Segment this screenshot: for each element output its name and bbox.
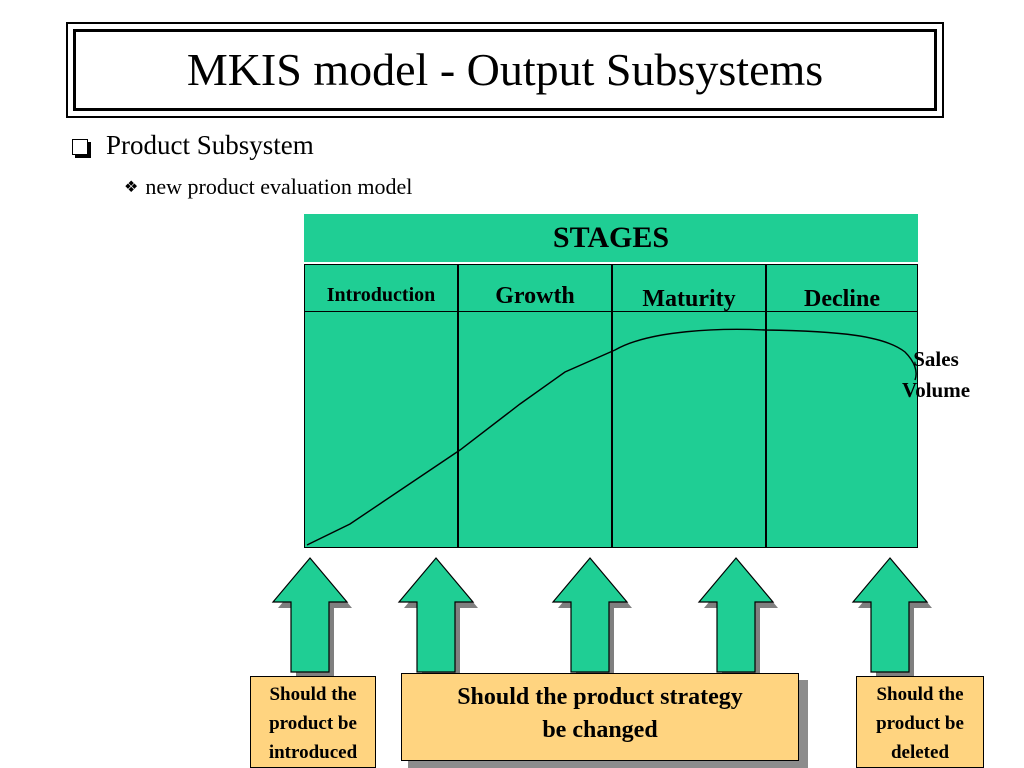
stage-column-head	[767, 265, 917, 312]
stage-column-maturity: Maturity	[612, 264, 766, 548]
sales-label-line1: Sales	[913, 347, 959, 371]
question-box-strategy: Should the product strategy be changed	[401, 673, 799, 761]
stage-column-introduction: Introduction	[304, 264, 458, 548]
sales-label-line2: Volume	[901, 378, 971, 402]
stage-label-maturity: Maturity	[642, 286, 736, 312]
bullet-level2-text: new product evaluation model	[145, 174, 413, 199]
title-inner-frame: MKIS model - Output Subsystems	[73, 29, 937, 111]
stage-label-growth: Growth	[495, 283, 575, 309]
question-box-deleted: Should the product be deleted	[856, 676, 984, 768]
box-right-line3: deleted	[890, 742, 950, 763]
hollow-square-bullet-icon	[72, 138, 88, 155]
stages-header: STAGES	[552, 221, 670, 254]
stage-column-head	[459, 265, 611, 312]
stage-column-growth: Growth	[458, 264, 612, 548]
box-left-line2: product be	[269, 713, 357, 734]
box-left-line3: introduced	[268, 742, 358, 763]
up-arrow-icon	[551, 557, 632, 676]
stage-grid: Introduction Growth Maturity Decline	[304, 264, 918, 548]
box-right-line2: product be	[876, 713, 964, 734]
stages-header-bar: STAGES	[304, 214, 918, 262]
stage-column-head	[613, 265, 765, 312]
sales-volume-label: Sales Volume	[892, 344, 980, 406]
box-middle-line1: Should the product strategy	[457, 684, 743, 710]
title-frame: MKIS model - Output Subsystems	[66, 22, 944, 118]
four-diamond-bullet-icon: ❖	[124, 179, 139, 196]
box-middle-line2: be changed	[542, 717, 658, 743]
stage-column-decline: Decline	[766, 264, 918, 548]
box-right-line1: Should the	[876, 684, 964, 705]
up-arrow-icon	[271, 557, 352, 676]
question-box-introduced: Should the product be introduced	[250, 676, 376, 768]
slide-title: MKIS model - Output Subsystems	[186, 44, 824, 95]
stage-label-introduction: Introduction	[326, 284, 436, 306]
up-arrow-icon	[851, 557, 932, 676]
bullet-level1: Product Subsystem	[72, 130, 314, 161]
up-arrow-icon	[397, 557, 478, 676]
up-arrow-icon	[697, 557, 778, 676]
bullet-level1-text: Product Subsystem	[106, 130, 314, 160]
bullet-level2: ❖ new product evaluation model	[124, 174, 412, 200]
stage-label-decline: Decline	[804, 286, 880, 312]
stage-column-head	[305, 265, 457, 312]
box-left-line1: Should the	[269, 684, 357, 705]
